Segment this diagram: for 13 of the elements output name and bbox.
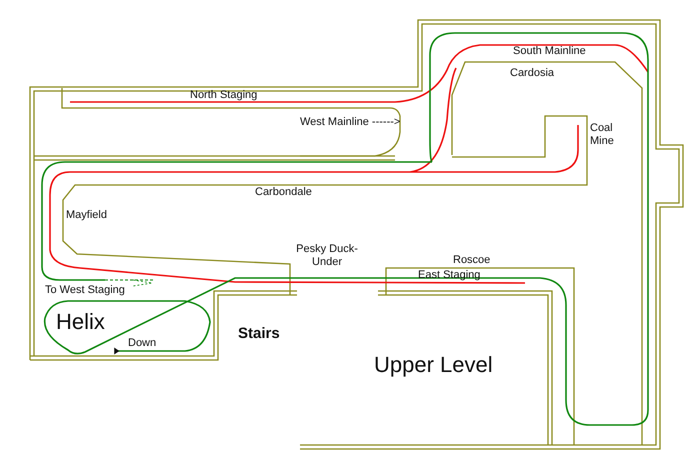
- town-label: Mayfield: [66, 209, 107, 222]
- town-label: Cardosia: [510, 67, 554, 80]
- level-label: Upper Level: [374, 352, 493, 378]
- location-label: Pesky Duck-Under: [295, 243, 359, 269]
- direction-label: Down: [128, 337, 156, 350]
- industry-label: Coal Mine: [590, 122, 615, 148]
- stairs-label: Stairs: [238, 325, 280, 343]
- town-label: Roscoe: [453, 254, 490, 267]
- track-label: To West Staging: [45, 284, 125, 297]
- helix-label: Helix: [56, 309, 105, 335]
- track-label: South Mainline: [513, 45, 586, 58]
- town-label: Carbondale: [255, 186, 312, 199]
- track-label: North Staging: [190, 89, 258, 102]
